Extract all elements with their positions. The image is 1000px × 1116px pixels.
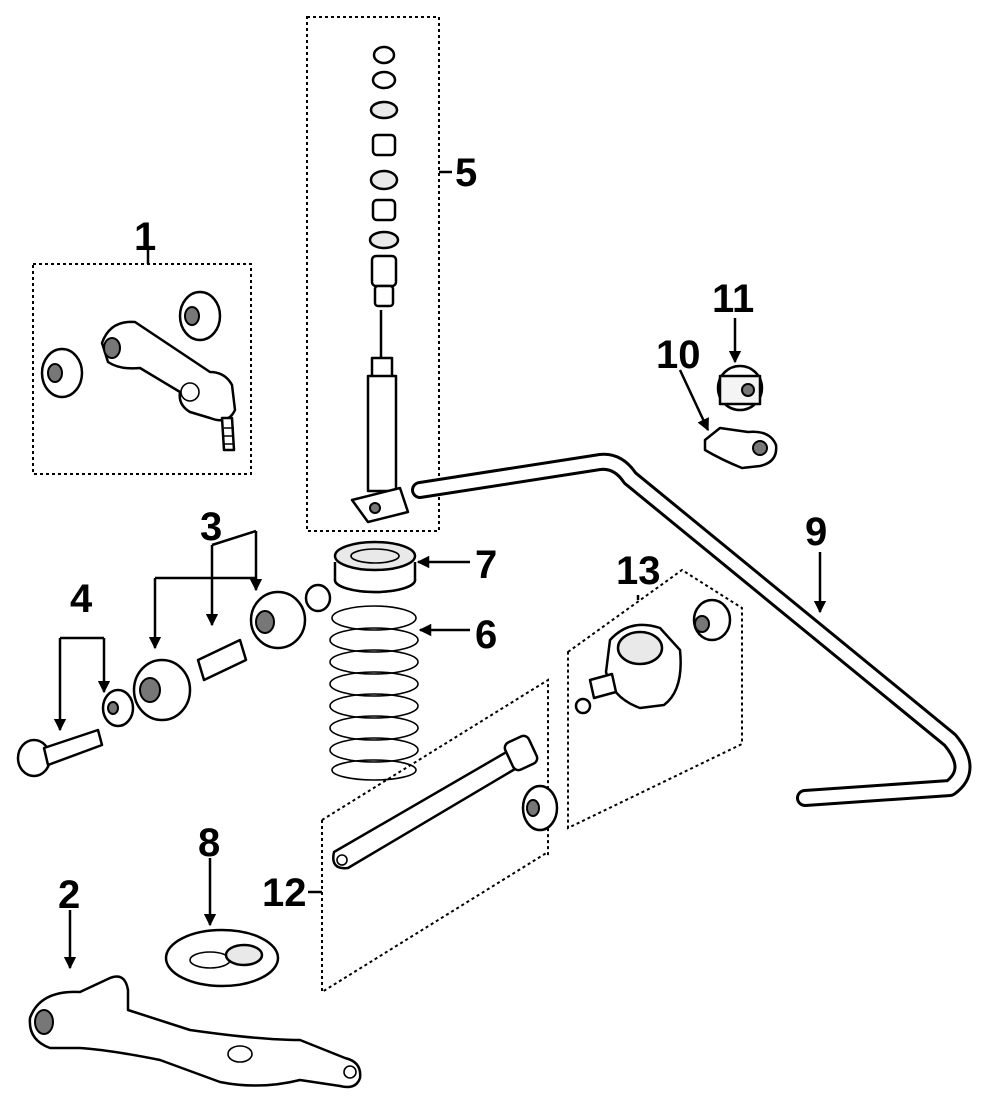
ball-joint bbox=[574, 623, 682, 715]
bushing-large-front bbox=[132, 658, 192, 722]
shock-absorber-group bbox=[306, 16, 452, 532]
arm-bushing-group bbox=[132, 529, 332, 722]
bushing-large-rear bbox=[249, 583, 332, 650]
callout-8: 8 bbox=[198, 821, 220, 865]
callout-1: 1 bbox=[134, 215, 156, 259]
strut-rod-group bbox=[308, 678, 559, 994]
stabilizer-bracket bbox=[678, 369, 778, 470]
stabilizer-bar bbox=[411, 452, 972, 807]
callout-7: 7 bbox=[475, 543, 497, 587]
bushing-left bbox=[40, 347, 84, 399]
group-1-box bbox=[32, 263, 252, 475]
group-5-box bbox=[306, 16, 440, 532]
callout-4: 4 bbox=[70, 577, 93, 621]
callout-6: 6 bbox=[475, 613, 497, 657]
lower-control-arm bbox=[28, 910, 362, 1089]
coil-spring bbox=[329, 605, 470, 781]
washer bbox=[101, 688, 135, 728]
strut-rod bbox=[332, 734, 539, 870]
ball-joint-bushing bbox=[692, 598, 732, 642]
spring-insulator bbox=[333, 540, 470, 594]
strut-rod-bushing bbox=[521, 784, 559, 832]
bolt-group bbox=[16, 636, 135, 778]
callout-5: 5 bbox=[455, 151, 477, 195]
upper-control-arm-group bbox=[32, 248, 252, 475]
shock-hardware-stack bbox=[368, 45, 400, 308]
callout-11: 11 bbox=[712, 277, 754, 321]
callout-2: 2 bbox=[58, 873, 80, 917]
spring-seat bbox=[164, 858, 280, 988]
callout-12: 12 bbox=[262, 871, 307, 915]
callout-9: 9 bbox=[805, 510, 827, 554]
bushing-right bbox=[178, 290, 222, 342]
shock-absorber bbox=[350, 310, 410, 524]
callout-3: 3 bbox=[200, 505, 222, 549]
callout-10: 10 bbox=[656, 333, 701, 377]
callout-13: 13 bbox=[616, 549, 661, 593]
adjusting-bolt bbox=[16, 728, 104, 778]
sleeve-pin bbox=[196, 638, 248, 682]
stabilizer-bushing bbox=[716, 318, 764, 412]
ball-joint-group bbox=[567, 568, 743, 830]
upper-control-arm bbox=[100, 320, 237, 452]
